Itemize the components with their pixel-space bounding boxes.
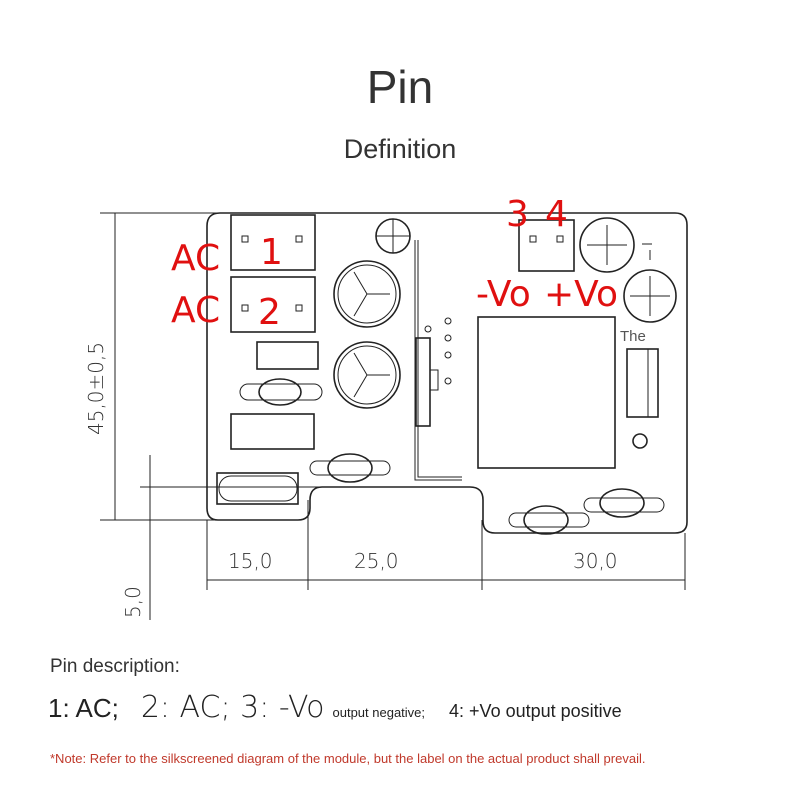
label-pin-2: 2 xyxy=(258,292,281,333)
dimension-lines xyxy=(100,212,686,620)
dim-right: 30,0 xyxy=(573,549,618,573)
dim-left: 15,0 xyxy=(228,549,273,573)
label-ac-2: AC xyxy=(171,290,220,331)
dim-notch: 5,0 xyxy=(121,586,145,618)
label-neg-vo: -Vo xyxy=(476,274,531,315)
components xyxy=(216,217,677,535)
board-outline xyxy=(206,212,688,534)
pin-description-row: 1: AC; 2: AC; 3: -Vo output negative; 4: +V… xyxy=(48,690,622,725)
dim-middle: 25,0 xyxy=(354,549,399,573)
label-pin-4: 4 xyxy=(545,194,568,235)
output-connector xyxy=(518,219,575,272)
label-the: The xyxy=(620,328,646,345)
ac-connectors xyxy=(230,214,316,333)
page-subtitle: Definition xyxy=(343,134,457,164)
pin-description-heading: Pin description: xyxy=(50,656,180,677)
pin-4-desc: 4: +Vo output positive xyxy=(449,701,622,721)
label-ac-1: AC xyxy=(171,238,220,279)
label-pin-3: 3 xyxy=(506,194,529,235)
page-title: Pin xyxy=(366,61,434,113)
pin-3-suffix: output negative; xyxy=(332,705,426,720)
dim-height: 45,0±0,5 xyxy=(84,342,108,435)
pin-2-3-desc: 2: AC; 3: -Vo xyxy=(140,690,325,725)
note-text: *Note: Refer to the silkscreened diagram… xyxy=(50,751,646,766)
pin-1-desc: 1: AC; xyxy=(48,693,119,723)
label-pin-1: 1 xyxy=(260,232,283,273)
label-pos-vo: +Vo xyxy=(544,274,618,315)
